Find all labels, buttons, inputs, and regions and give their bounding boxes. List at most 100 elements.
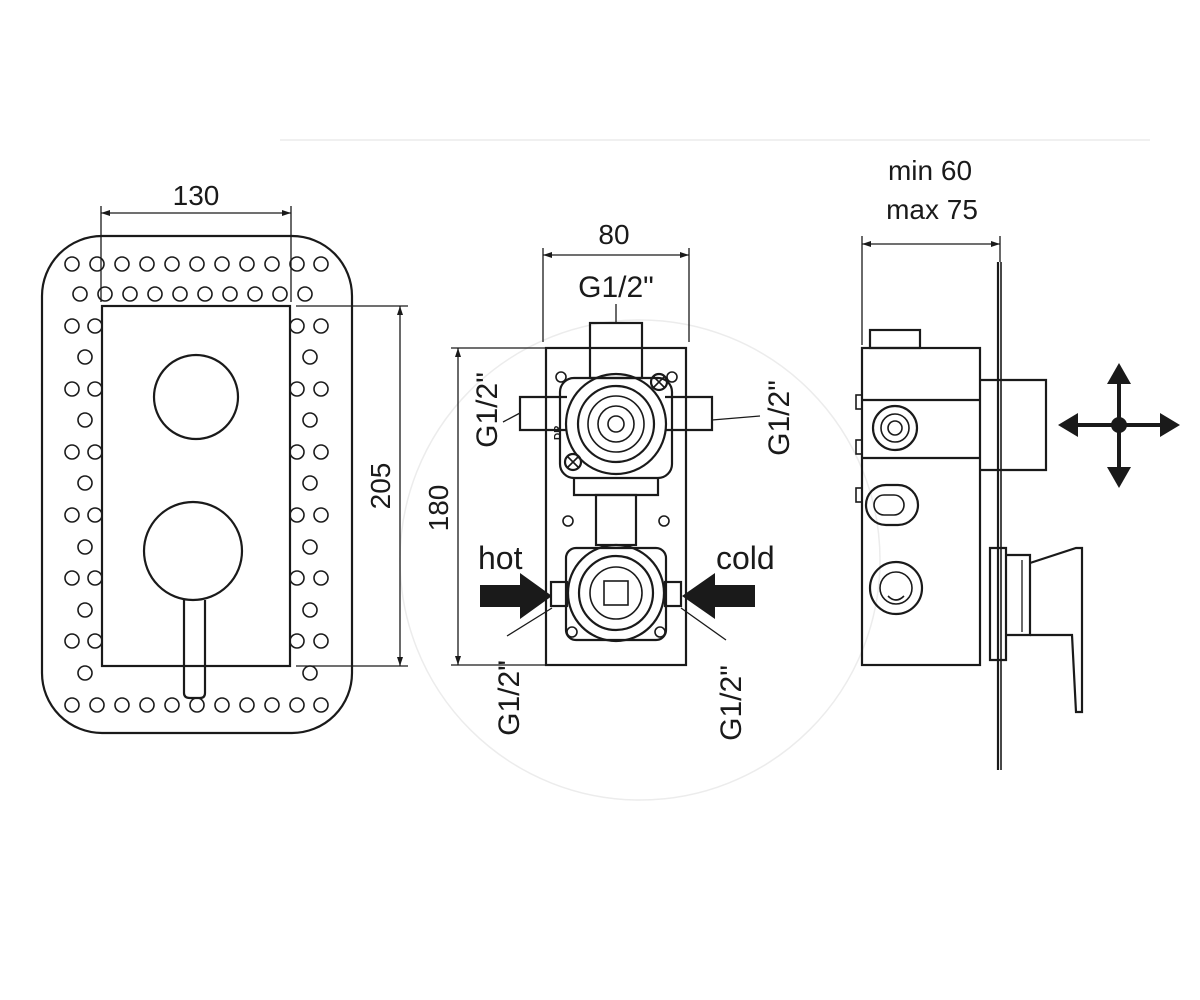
mounting-hole [87,444,103,460]
valve-width-dim-label: 80 [598,219,629,250]
left-connection-label: G1/2" [471,372,504,448]
depth-dimension: min 60 max 75 [861,155,1001,345]
height-dimension: 205 [296,305,408,667]
mounting-hole [289,444,305,460]
mounting-hole [289,318,305,334]
mounting-hole [64,256,80,272]
valve-view: DR 80 180 G1/2" [423,219,796,741]
mounting-hole [313,318,329,334]
mounting-hole [313,444,329,460]
mixer-lever [182,600,207,700]
mounting-hole [64,697,80,713]
mounting-hole [302,602,318,618]
four-way-arrow-icon [1058,363,1180,488]
mounting-hole [64,507,80,523]
mounting-hole [147,286,163,302]
mounting-hole [313,507,329,523]
mounting-hole [289,633,305,649]
mounting-hole [302,412,318,428]
mounting-hole [89,697,105,713]
mounting-hole [313,633,329,649]
mounting-hole [214,256,230,272]
mounting-hole [64,444,80,460]
mounting-hole [302,665,318,681]
mounting-hole [64,318,80,334]
mounting-hole [239,256,255,272]
width-dimension: 130 [100,180,292,302]
cover-plate [100,304,292,668]
mounting-hole [289,256,305,272]
mounting-hole [87,318,103,334]
mounting-hole [87,633,103,649]
depth-max-label: max 75 [886,194,978,225]
mounting-hole [302,475,318,491]
mounting-hole [87,570,103,586]
mounting-hole [114,256,130,272]
mounting-hole [189,256,205,272]
mounting-hole [222,286,238,302]
mounting-hole [313,256,329,272]
mounting-hole [89,256,105,272]
screw [649,372,669,392]
valve-width-dimension: 80 [542,219,690,342]
arrow-left-icon [682,573,755,619]
mounting-hole [313,381,329,397]
mounting-hole [289,507,305,523]
depth-min-label: min 60 [888,155,972,186]
mounting-hole [122,286,138,302]
valve-body-side [860,346,982,667]
mounting-hole [139,256,155,272]
mounting-hole [139,697,155,713]
mounting-hole [72,286,88,302]
valve-height-dimension: 180 [423,347,546,666]
mounting-holes [64,256,329,713]
mounting-hole [313,570,329,586]
mounting-hole [313,697,329,713]
wall-plate [40,234,354,735]
svg-text:DR: DR [553,425,564,440]
mounting-hole [302,539,318,555]
mounting-hole [302,349,318,365]
mixer-knob [142,500,244,602]
mounting-hole [77,665,93,681]
mounting-hole [114,697,130,713]
side-view: min 60 max 75 [855,155,1180,770]
mounting-hole [97,286,113,302]
screw [563,452,583,472]
valve-backplate [544,346,688,667]
top-connection-label: G1/2" [578,271,654,304]
front-view: 130 205 [40,180,408,735]
mounting-hole [77,602,93,618]
mounting-hole [164,697,180,713]
mounting-hole [172,286,188,302]
arrow-right-icon [480,573,552,619]
mounting-hole [239,697,255,713]
height-dim-label: 205 [365,463,396,510]
mounting-hole [214,697,230,713]
mounting-hole [64,570,80,586]
mounting-hole [64,633,80,649]
mounting-hole [87,381,103,397]
mounting-hole [189,697,205,713]
mounting-hole [197,286,213,302]
mounting-hole [289,381,305,397]
mounting-hole [77,349,93,365]
width-dim-label: 130 [173,180,220,211]
hot-label: hot [478,540,523,576]
mounting-hole [77,412,93,428]
mounting-hole [289,697,305,713]
right-connection-label: G1/2" [763,380,796,456]
mounting-hole [272,286,288,302]
diverter-knob [152,353,240,441]
mounting-hole [264,256,280,272]
mounting-hole [289,570,305,586]
bottom-left-connection-label: G1/2" [493,660,526,736]
bottom-right-connection-label: G1/2" [715,665,748,741]
mounting-hole [77,475,93,491]
cold-label: cold [716,540,775,576]
mounting-hole [297,286,313,302]
mounting-hole [247,286,263,302]
lever-side [988,546,1008,662]
mounting-hole [64,381,80,397]
